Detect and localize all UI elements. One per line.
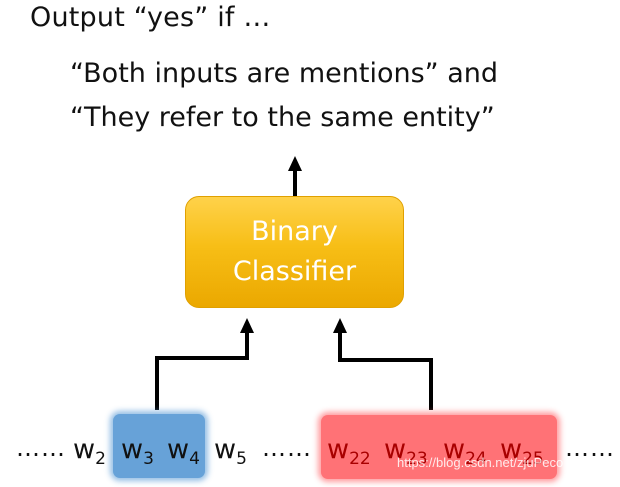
token-w4: w4 (167, 434, 200, 469)
ellipsis-left: …… (16, 434, 66, 462)
token-w24: w24 (443, 434, 487, 469)
classifier-label-line1: Binary (251, 216, 338, 247)
token-w22: w22 (327, 434, 371, 469)
token-w3: w3 (121, 434, 154, 469)
token-w23: w23 (384, 434, 428, 469)
output-heading: Output “yes” if … (30, 2, 271, 33)
binary-classifier-box: Binary Classifier (185, 196, 404, 308)
mention2-highlight (321, 415, 557, 479)
token-w25: w25 (500, 434, 544, 469)
output-arrow (288, 156, 302, 196)
classifier-label-line2: Classifier (232, 256, 357, 287)
token-w2: w2 (73, 434, 106, 469)
ellipsis-middle: …… (262, 434, 312, 462)
condition-same-entity: “They refer to the same entity” (70, 102, 495, 133)
watermark-url: https://blog.csdn.net/zjuPeco (397, 455, 564, 470)
input-arrow-mention1 (155, 318, 254, 410)
ellipsis-right: …… (565, 434, 615, 462)
condition-mentions: “Both inputs are mentions” and (70, 58, 499, 89)
mention1-highlight (113, 414, 205, 478)
token-w5: w5 (214, 434, 247, 469)
input-arrow-mention2 (333, 318, 433, 410)
